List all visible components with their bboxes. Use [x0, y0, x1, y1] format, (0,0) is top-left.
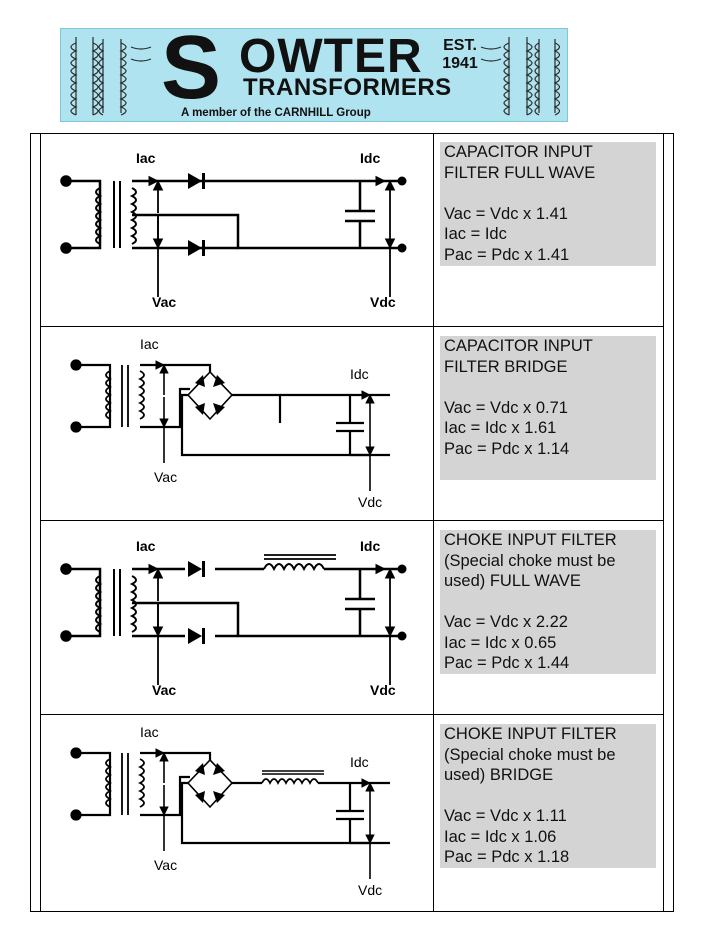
title-line-2: FILTER FULL WAVE — [444, 163, 596, 182]
logo-member-tagline: A member of the CARNHILL Group — [181, 107, 371, 119]
label-idc: Idc — [350, 366, 369, 382]
table-outer-frame — [30, 133, 674, 912]
formula-pac: Pac = Pdc x 1.41 — [444, 245, 570, 264]
formula-iac: Iac = Idc x 1.61 — [444, 419, 557, 437]
label-vac: Vac — [154, 857, 177, 873]
label-iac: Iac — [140, 336, 159, 352]
table-inner-frame — [40, 133, 664, 912]
formula-vac: Vac = Vdc x 0.71 — [444, 398, 568, 417]
circuit-diagram-capacitor-full-wave: Iac Idc Vac Vdc — [60, 150, 407, 310]
formula-vac: Vac = Vdc x 1.11 — [444, 807, 567, 825]
title-line-3: used) BRIDGE — [444, 766, 554, 784]
coil-decoration — [70, 37, 561, 116]
sowter-logo: S OWTER TRANSFORMERS EST. 1941 A member … — [60, 28, 568, 122]
logo-owter: OWTER — [239, 30, 423, 83]
circuit-diagram-capacitor-bridge: Iac Idc Vac Vdc — [70, 336, 390, 510]
circuit-diagram-choke-bridge: Iac Idc Vac Vdc — [70, 724, 390, 898]
row-choke-bridge: Iac Idc Vac Vdc CHOKE INPUT FILTER (Spec… — [40, 715, 664, 912]
label-idc: Idc — [360, 150, 380, 166]
title-line-1: CAPACITOR INPUT — [444, 143, 593, 161]
title-line-2: (Special choke must be — [444, 745, 616, 764]
label-vdc: Vdc — [358, 882, 382, 898]
label-vac: Vac — [154, 469, 177, 485]
column-divider — [433, 327, 434, 520]
label-vac: Vac — [152, 294, 176, 310]
label-vdc: Vdc — [358, 494, 382, 510]
formula-box: CAPACITOR INPUT FILTER FULL WAVE Vac = V… — [440, 142, 656, 266]
logo-year: 1941 — [442, 55, 478, 72]
label-idc: Idc — [350, 754, 369, 770]
formula-box: CHOKE INPUT FILTER (Special choke must b… — [440, 530, 656, 674]
column-divider — [433, 715, 434, 912]
title-line-2: FILTER BRIDGE — [444, 357, 568, 376]
logo-letter-s: S — [161, 28, 222, 118]
row-capacitor-bridge: Iac Idc Vac Vdc CAPACITOR INPUT FILTER B… — [40, 327, 664, 521]
label-idc: Idc — [360, 538, 380, 554]
circuit-diagram-choke-full-wave: Iac Idc Vac Vdc — [60, 538, 407, 698]
label-vdc: Vdc — [370, 682, 396, 698]
formula-box: CHOKE INPUT FILTER (Special choke must b… — [440, 724, 656, 868]
column-divider — [433, 133, 434, 326]
title-line-1: CHOKE INPUT FILTER — [444, 725, 617, 743]
formula-iac: Iac = Idc — [444, 225, 507, 243]
formula-pac: Pac = Pdc x 1.14 — [444, 439, 570, 458]
title-line-1: CHOKE INPUT FILTER — [444, 531, 617, 549]
formula-pac: Pac = Pdc x 1.44 — [444, 654, 570, 672]
formula-box: CAPACITOR INPUT FILTER BRIDGE Vac = Vdc … — [440, 336, 656, 480]
formula-iac: Iac = Idc x 1.06 — [444, 827, 557, 846]
label-vac: Vac — [152, 682, 176, 698]
formula-vac: Vac = Vdc x 2.22 — [444, 613, 568, 631]
logo-est: EST. — [443, 37, 477, 54]
title-line-1: CAPACITOR INPUT — [444, 337, 593, 355]
formula-iac: Iac = Idc x 0.65 — [444, 633, 557, 652]
label-iac: Iac — [136, 150, 156, 166]
label-vdc: Vdc — [370, 294, 396, 310]
formula-vac: Vac = Vdc x 1.41 — [444, 204, 568, 223]
title-line-2: (Special choke must be — [444, 551, 616, 570]
label-iac: Iac — [136, 538, 156, 554]
title-line-3: used) FULL WAVE — [444, 572, 581, 590]
row-capacitor-full-wave: Iac Idc Vac Vdc CAPACITOR INPUT FILTER F… — [40, 133, 664, 327]
row-choke-full-wave: Iac Idc Vac Vdc CHOKE INPUT FILTER (Spec… — [40, 521, 664, 715]
logo-transformers: TRANSFORMERS — [243, 74, 452, 101]
column-divider — [433, 521, 434, 714]
label-iac: Iac — [140, 724, 159, 740]
formula-pac: Pac = Pdc x 1.18 — [444, 848, 570, 866]
